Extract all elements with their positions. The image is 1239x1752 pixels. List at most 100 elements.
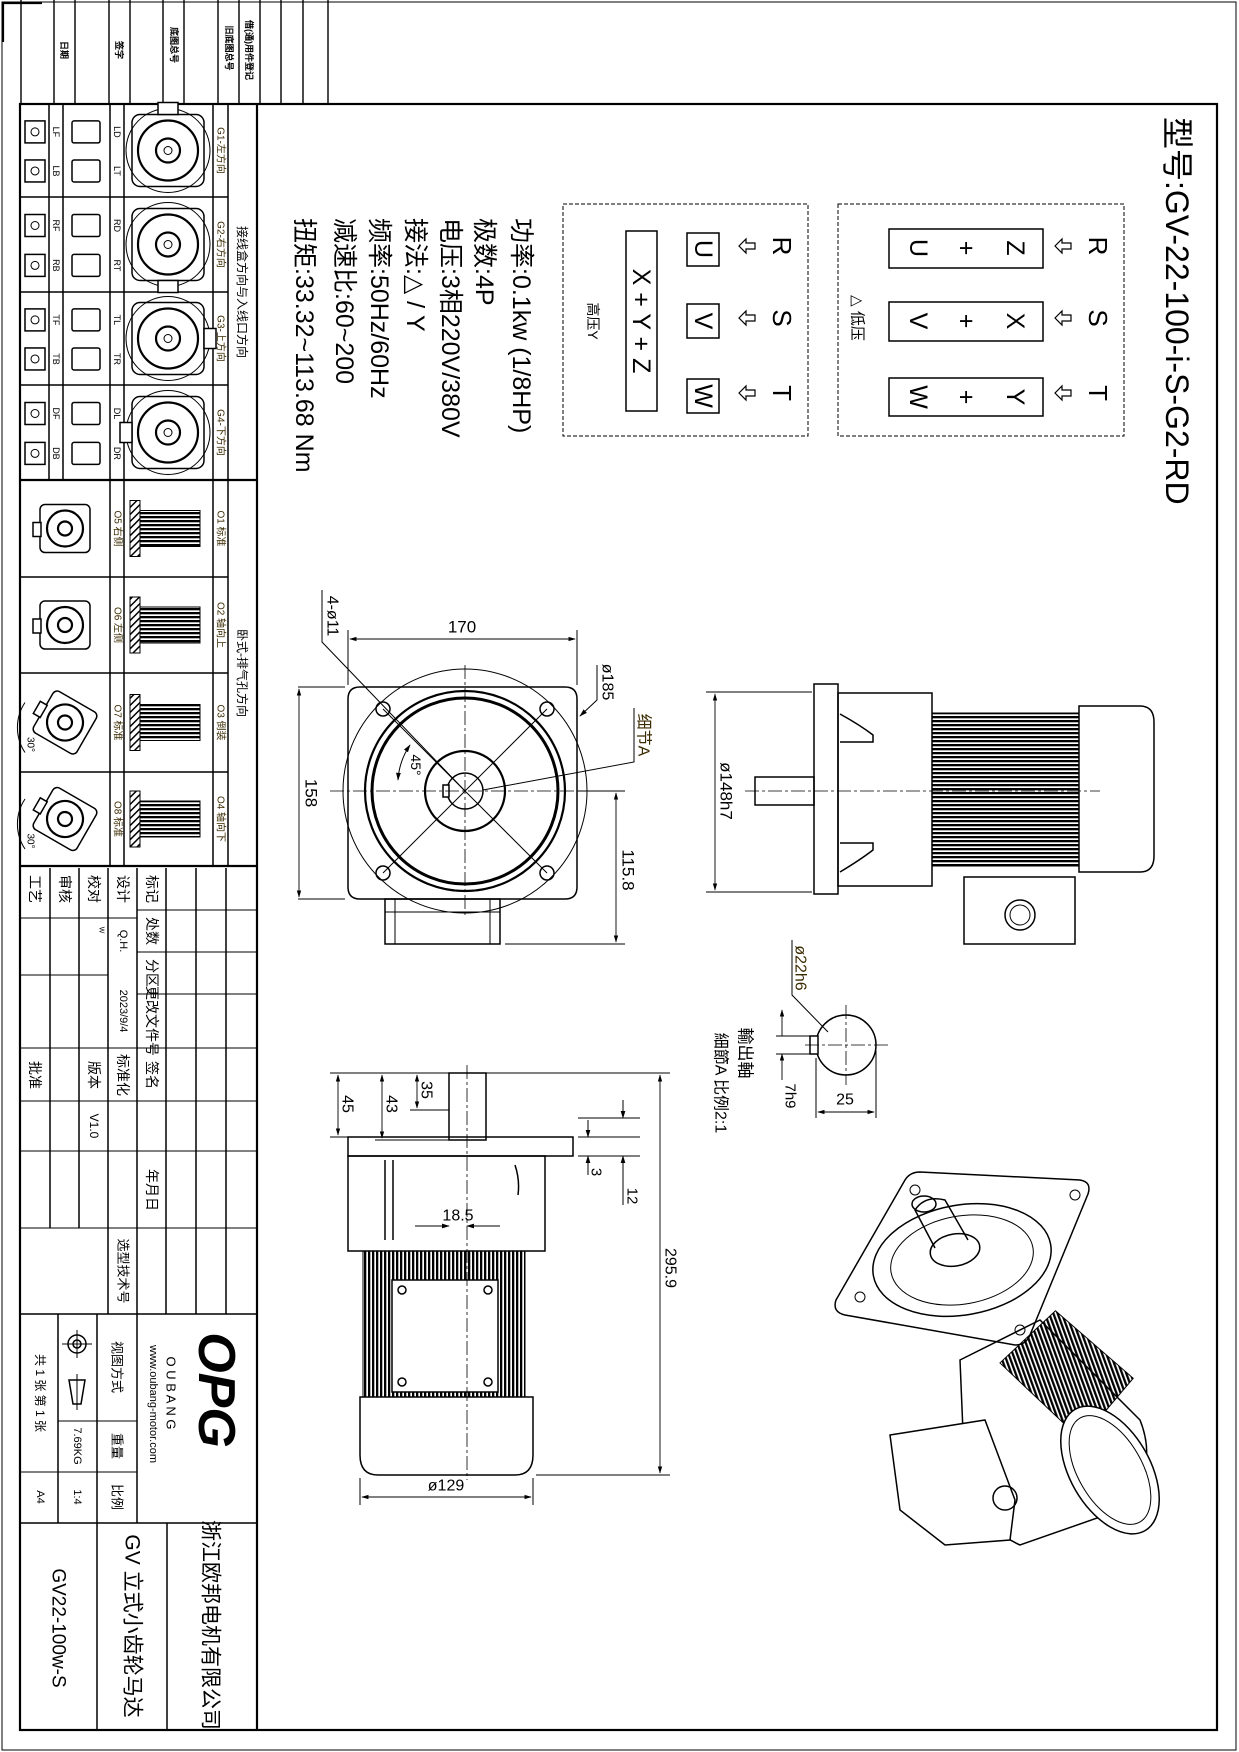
approve-label: 批准	[27, 1061, 43, 1089]
flange-icon	[131, 301, 205, 376]
junction-code: TL	[112, 315, 122, 326]
angle-arc	[16, 702, 26, 753]
dim-35: 35	[418, 1081, 435, 1099]
terminal-box	[686, 378, 720, 414]
phase-s: S	[1083, 309, 1113, 326]
motor-icon	[71, 347, 101, 371]
junction-code: DB	[51, 447, 61, 460]
terminal-box-icon	[32, 796, 49, 815]
motor-side-icon	[139, 606, 201, 644]
design-label: 设计	[115, 875, 131, 903]
high-voltage-label: 高压Y	[585, 302, 601, 340]
flange-icon	[45, 799, 85, 839]
angle-arc	[16, 798, 26, 850]
dim-motor-diameter: ø129	[428, 1478, 465, 1495]
junction-code: TF	[51, 314, 61, 325]
phase-s: S	[767, 309, 797, 326]
flange-icon	[163, 240, 173, 249]
flange-icon	[45, 605, 85, 645]
motor-icon	[71, 401, 101, 426]
junction-direction-label: G4-下方向	[215, 409, 228, 456]
junction-code: DL	[112, 408, 122, 420]
junction-code: LT	[112, 166, 122, 176]
low-voltage-label: △ 低压	[849, 295, 866, 341]
dim-43: 43	[383, 1095, 400, 1113]
binding-label-borrow: 借(通)用件登记	[244, 19, 255, 80]
checker-mark: W	[98, 927, 105, 934]
website-link[interactable]: www.oubang-motor.com	[147, 1344, 159, 1463]
terminal-y: Y	[1001, 389, 1029, 406]
cable-gland	[1004, 899, 1036, 931]
flange-icon	[136, 213, 200, 276]
flange-icon	[45, 509, 85, 548]
binding-label-base-no: 底图总号	[169, 27, 180, 63]
motor-icon	[71, 213, 101, 238]
junction-code: TR	[112, 353, 122, 365]
first-angle-projection-icon	[62, 1330, 92, 1410]
terminal-box	[963, 876, 1076, 945]
terminal-box	[686, 303, 720, 339]
motor-icon	[71, 159, 101, 183]
brand-name: O U B A N G	[164, 1357, 179, 1430]
box-icon	[30, 354, 40, 364]
junction-code: TB	[51, 353, 61, 365]
junction-code: DR	[112, 447, 122, 460]
phase-r: R	[767, 237, 797, 256]
process-label: 工艺	[27, 875, 43, 903]
terminal-w: W	[904, 385, 932, 409]
arrow-left-icon	[738, 384, 756, 402]
motor-side-icon	[139, 510, 201, 547]
junction-code: RD	[112, 219, 122, 232]
box-icon	[30, 166, 40, 176]
flange-icon	[32, 690, 98, 755]
terminal-box-icon	[32, 618, 42, 634]
dim-angle: 45°	[408, 754, 424, 775]
flange-icon	[154, 137, 182, 164]
terminal-box-icon	[157, 101, 179, 116]
terminal-u: U	[904, 239, 932, 257]
dim-center-height: 115.8	[619, 849, 638, 890]
flange-icon	[154, 325, 182, 352]
box-icon	[24, 213, 46, 238]
terminal-box-icon	[157, 279, 179, 294]
version-label: 版本	[86, 1061, 102, 1089]
flange-icon	[163, 428, 173, 437]
plus-sign: +	[952, 390, 980, 405]
terminal-z: Z	[1001, 240, 1029, 255]
junction-code: RB	[51, 259, 61, 272]
box-icon	[24, 159, 46, 183]
mounting-flange-icon	[32, 690, 98, 755]
rev-header-mark: 标记	[144, 875, 160, 903]
dim-holes: 4-ø11	[324, 596, 341, 637]
motor-icon	[71, 441, 101, 466]
bolt-hole	[375, 865, 391, 881]
mounting-label: O7 标准	[112, 704, 124, 740]
box-icon	[24, 401, 46, 426]
designer-value: Q.H.	[117, 930, 129, 953]
terminal-box-icon	[203, 327, 217, 350]
model-title: 型号:GV-22-100-i-S-G2-RD	[1159, 117, 1195, 505]
flange-icon	[56, 714, 74, 731]
dim-flange-width: 170	[448, 618, 476, 637]
terminal-box	[889, 1419, 1016, 1546]
flange-icon	[56, 520, 74, 537]
dim-overall-length: 295.9	[662, 1248, 679, 1288]
dim-12: 12	[624, 1188, 641, 1205]
flange-icon	[136, 307, 200, 370]
mounting-flange-icon	[32, 503, 91, 554]
sheet-count: 共 1 张 第 1 张	[33, 1354, 47, 1432]
junction-code: LF	[51, 127, 61, 138]
terminal-pair-box	[888, 228, 1044, 269]
dim-pcd: ø185	[599, 664, 616, 701]
dim-pilot-diameter: ø148h7	[717, 762, 736, 820]
spec-voltage: 电压:3相220V/380V	[436, 218, 464, 438]
rev-header-date: 年月日	[144, 1169, 160, 1211]
binding-strip: 日期 签字 底图总号 旧底图总号 借(通)用件登记	[20, 0, 329, 104]
mounting-label: O8 标准	[112, 801, 124, 837]
arrow-left-icon	[738, 237, 756, 255]
